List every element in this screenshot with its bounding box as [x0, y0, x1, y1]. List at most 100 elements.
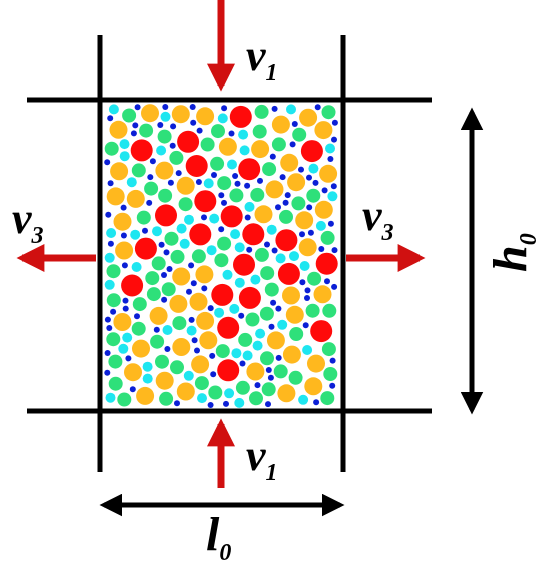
particle-red: [238, 158, 261, 181]
particle-orange: [155, 371, 174, 390]
particle-blue: [158, 241, 165, 248]
particle-cyan: [325, 143, 335, 154]
particle-blue: [331, 247, 338, 254]
particle-red: [211, 283, 234, 306]
particle-green: [305, 303, 320, 318]
particle-green: [320, 230, 335, 245]
particle-blue: [329, 382, 336, 389]
particle-blue: [107, 240, 114, 247]
particle-orange: [196, 107, 215, 126]
particle-cyan: [122, 332, 133, 343]
particle-cyan: [197, 393, 207, 404]
particle-blue: [270, 299, 277, 306]
particle-green: [260, 351, 274, 366]
particle-orange: [115, 241, 134, 260]
particle-green: [108, 376, 123, 391]
particle-cyan: [142, 361, 153, 372]
particle-blue: [134, 104, 141, 111]
particle-blue: [164, 346, 171, 352]
particle-red: [300, 140, 323, 163]
particle-green: [106, 332, 121, 347]
particle-orange: [113, 313, 132, 331]
particle-blue: [238, 312, 245, 319]
particle-red: [277, 262, 300, 285]
particle-blue: [190, 280, 197, 287]
particle-green: [146, 287, 161, 302]
particle-cyan: [289, 251, 299, 262]
particle-green: [131, 321, 146, 336]
particle-green: [261, 382, 276, 397]
particle-green: [254, 247, 269, 262]
particle-blue: [190, 119, 197, 126]
particle-blue: [167, 179, 174, 186]
particle-green: [132, 297, 147, 312]
particle-blue: [275, 354, 282, 361]
particle-blue: [331, 119, 338, 126]
particle-cyan: [231, 348, 242, 359]
particle-blue: [162, 104, 169, 110]
particle-red: [315, 252, 338, 275]
particle-orange: [176, 382, 195, 401]
particle-blue: [134, 313, 140, 320]
particle-blue: [207, 402, 214, 408]
particle-cyan: [230, 229, 241, 240]
particle-cyan: [286, 104, 296, 115]
particle-cyan: [250, 274, 261, 285]
particle-blue: [299, 279, 306, 286]
particle-blue: [232, 173, 239, 179]
particle-blue: [327, 220, 334, 227]
particle-orange: [265, 180, 284, 199]
particle-cyan: [244, 201, 255, 212]
particle-cyan: [131, 262, 142, 272]
particle-blue: [120, 232, 127, 239]
particle-green: [169, 150, 184, 165]
particle-blue: [324, 278, 330, 285]
particle-orange: [169, 294, 188, 313]
particle-blue: [282, 199, 289, 206]
particle-cyan: [206, 245, 217, 256]
particle-blue: [218, 192, 225, 199]
particle-cyan: [255, 328, 266, 339]
particle-blue: [163, 249, 170, 256]
particle-orange: [299, 108, 318, 127]
particle-red: [275, 229, 298, 252]
particle-blue: [129, 386, 136, 393]
particle-cyan: [104, 279, 115, 290]
particle-orange: [106, 187, 125, 206]
particle-blue: [211, 172, 217, 178]
particle-cyan: [209, 213, 220, 224]
particle-cyan: [130, 229, 141, 240]
particle-green: [306, 188, 321, 203]
particle-cyan: [308, 163, 319, 174]
particle-cyan: [118, 343, 129, 354]
particle-cyan: [275, 253, 286, 264]
particle-orange: [132, 339, 150, 358]
particle-orange: [189, 292, 208, 311]
particle-green: [229, 188, 244, 203]
particle-blue: [312, 179, 319, 186]
particle-blue: [321, 187, 328, 194]
particle-blue: [268, 323, 275, 330]
particle-green: [288, 370, 303, 385]
particle-green: [172, 316, 187, 331]
particle-blue: [331, 283, 338, 290]
particle-green: [122, 108, 137, 123]
particle-blue: [209, 352, 216, 359]
particle-blue: [188, 316, 195, 323]
particle-orange: [191, 355, 210, 374]
particle-green: [170, 360, 184, 375]
particle-blue: [207, 305, 214, 312]
particle-green: [259, 306, 274, 321]
particle-red: [229, 105, 252, 128]
particle-green: [104, 141, 119, 156]
particle-cyan: [105, 392, 116, 403]
particle-blue: [146, 199, 153, 206]
particle-blue: [299, 231, 305, 238]
particle-blue: [275, 305, 282, 312]
particle-green: [106, 293, 121, 308]
particle-blue: [104, 159, 111, 166]
particle-cyan: [238, 129, 249, 140]
particle-orange: [313, 285, 332, 304]
particle-green: [161, 282, 176, 297]
particle-blue: [306, 174, 312, 181]
